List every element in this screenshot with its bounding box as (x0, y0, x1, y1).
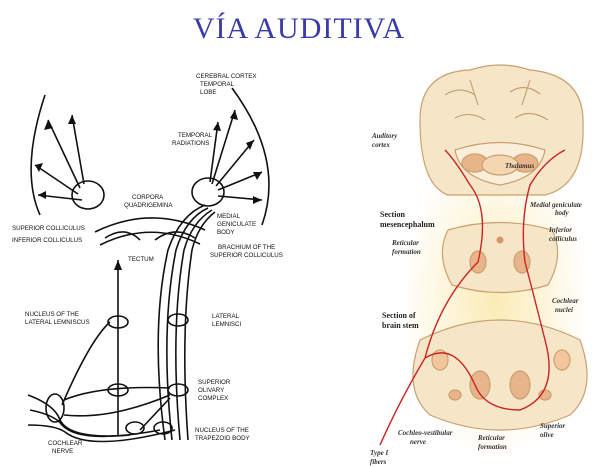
label-cochleo-vestibular: Cochleo-vestibular (398, 429, 453, 437)
label-superior-olive: Superior (540, 422, 566, 430)
label-reticular-formation-1: Reticular (391, 239, 419, 247)
label-medial-geniculate-right-2: body (555, 209, 570, 217)
label-medial-geniculate-right: Medial geniculate (529, 201, 582, 209)
label-type-i-2: fibers (370, 458, 387, 466)
label-thalamus: Thalamus (505, 162, 534, 170)
label-inferior-colliculus-right: Inferior (548, 226, 572, 234)
label-cochlear-nuclei-2: nuclei (555, 306, 573, 314)
label-auditory-cortex: Auditory (371, 132, 398, 140)
label-reticular-formation-2b: formation (478, 443, 507, 451)
label-section-brainstem: Section of (382, 311, 416, 320)
label-type-i: Type I (370, 449, 388, 457)
label-reticular-formation-1b: formation (392, 248, 421, 256)
mesencephalon-section (442, 223, 557, 293)
label-auditory-cortex-2: cortex (372, 141, 390, 149)
brainstem-section (413, 320, 587, 430)
label-section-brainstem-2: brain stem (382, 321, 419, 330)
label-cochleo-vestibular-2: nerve (410, 438, 426, 446)
cerebrum-section (420, 65, 583, 195)
label-reticular-formation-2: Reticular (477, 434, 505, 442)
label-cochlear-nuclei: Cochlear (552, 297, 579, 305)
label-inferior-colliculus-right-2: colliculus (549, 235, 577, 243)
label-section-mesencephalon-2: mesencephalum (380, 220, 435, 229)
label-section-mesencephalon: Section (380, 210, 405, 219)
label-superior-olive-2: olive (540, 431, 554, 439)
